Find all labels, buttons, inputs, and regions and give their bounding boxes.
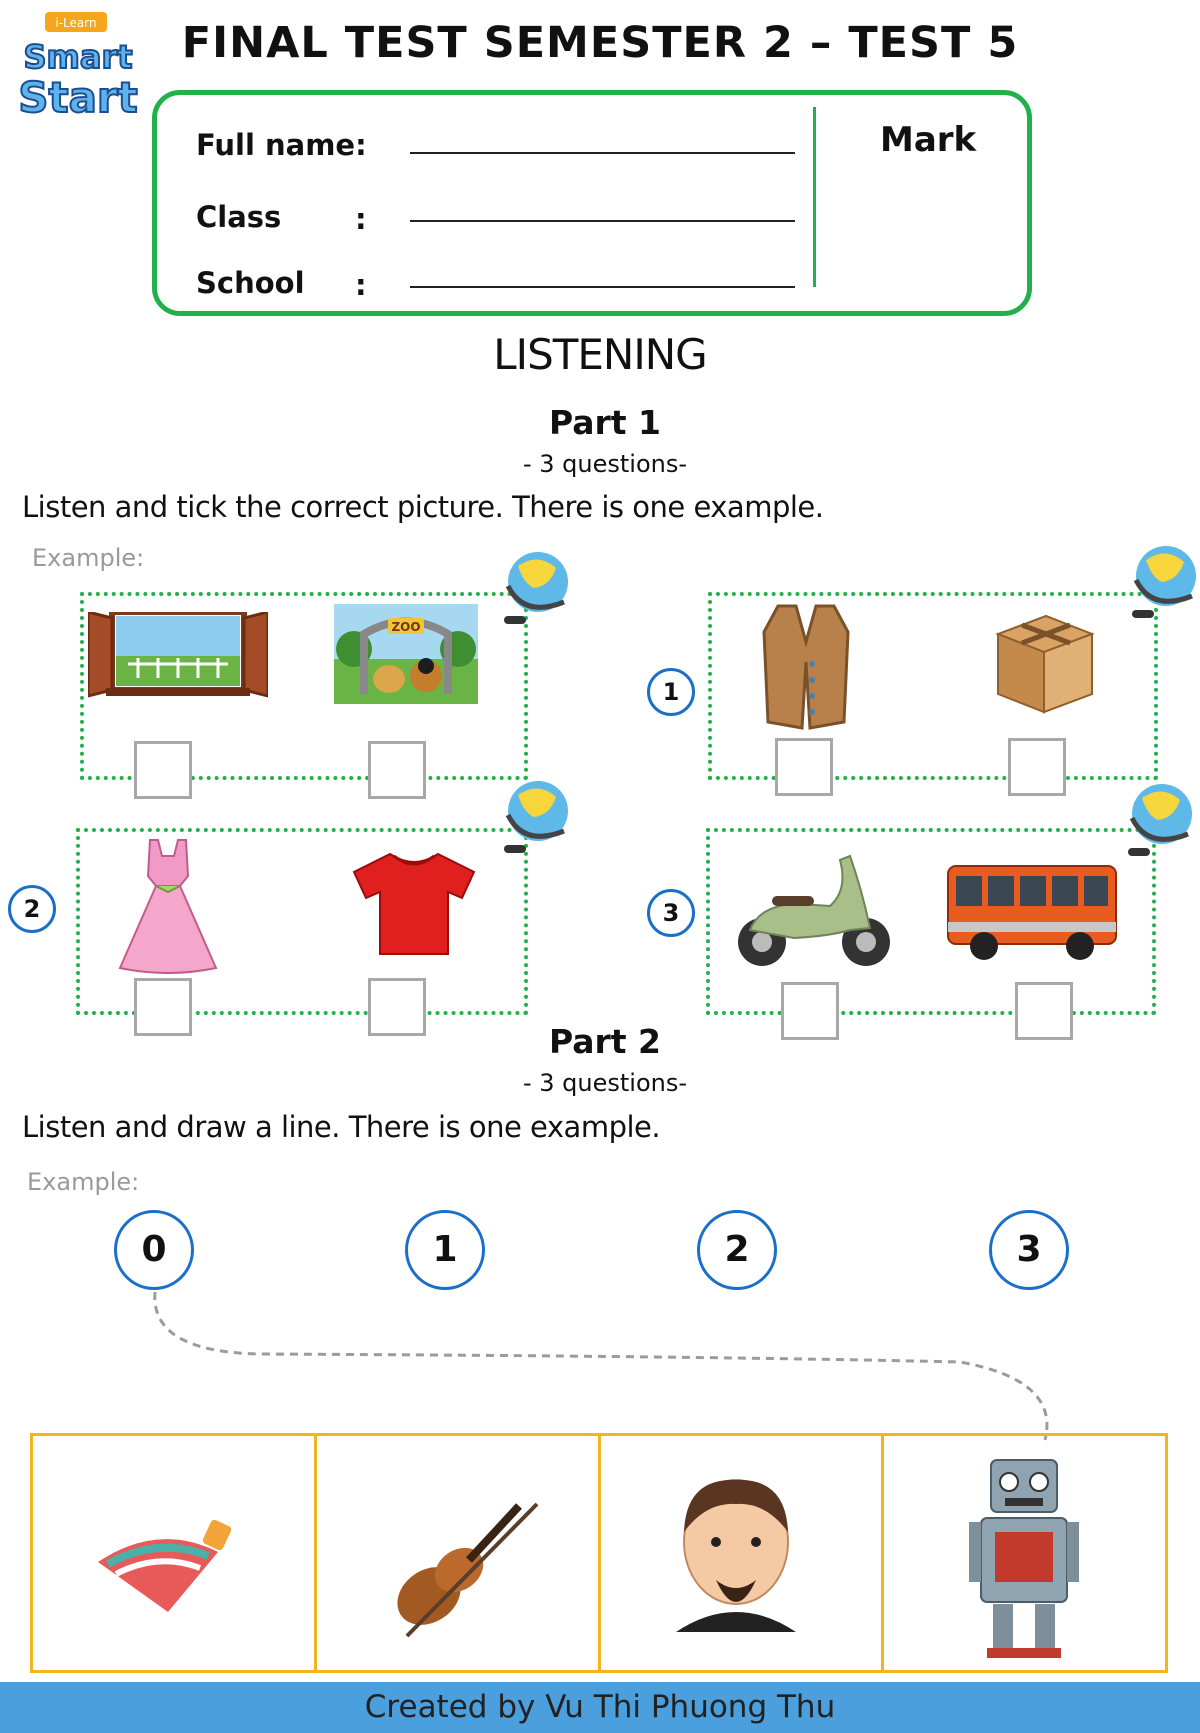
example-question-box: [80, 592, 528, 780]
vest-picture: [758, 602, 854, 734]
match-cell-2[interactable]: [317, 1436, 601, 1670]
zoo-picture: ZOO: [334, 604, 478, 708]
student-info-box: [152, 90, 1032, 316]
question-3-tick-box-left[interactable]: [781, 982, 839, 1040]
svg-text:Smart: Smart: [23, 38, 132, 76]
motorbike-picture: [730, 850, 898, 976]
part1-subtitle: - 3 questions-: [522, 450, 688, 478]
match-number-1[interactable]: 1: [405, 1210, 485, 1290]
question-1-tick-box-left[interactable]: [775, 738, 833, 796]
class-field[interactable]: [410, 220, 795, 222]
match-number-2[interactable]: 2: [697, 1210, 777, 1290]
question-1-tick-box-right[interactable]: [1008, 738, 1066, 796]
school-colon: :: [355, 268, 367, 302]
globe-icon: [1118, 778, 1196, 872]
info-divider: [813, 107, 816, 287]
match-number-0[interactable]: 0: [114, 1210, 194, 1290]
window-picture: [86, 609, 270, 704]
mark-label: Mark: [880, 120, 977, 160]
class-colon: :: [355, 202, 367, 236]
footer-credit: Created by Vu Thi Phuong Thu: [0, 1682, 1200, 1733]
globe-icon: [494, 546, 572, 640]
match-cell-4[interactable]: [884, 1436, 1165, 1670]
match-cell-1[interactable]: [33, 1436, 317, 1670]
globe-icon: [494, 775, 572, 869]
part2-title: Part 2: [548, 1022, 662, 1061]
svg-text:i-Learn: i-Learn: [55, 16, 96, 30]
dress-picture: [112, 836, 224, 980]
school-field[interactable]: [410, 286, 795, 288]
part1-instruction: Listen and tick the correct picture. The…: [22, 490, 824, 524]
question-number-2: 2: [8, 885, 56, 933]
question-number-3: 3: [647, 889, 695, 937]
robot-picture: [969, 1459, 1080, 1658]
violin-picture: [397, 1502, 539, 1638]
question-2-box: [76, 828, 528, 1015]
zoo-sign-text: ZOO: [391, 620, 420, 634]
section-title: LISTENING: [493, 330, 707, 379]
class-label: Class: [196, 200, 282, 234]
school-label: School: [196, 266, 305, 300]
full-name-label: Full name:: [196, 128, 367, 162]
match-cell-3[interactable]: [601, 1436, 885, 1670]
spinning-top-picture: [98, 1519, 232, 1612]
part2-example-label: Example:: [27, 1168, 140, 1196]
match-picture-row: [30, 1433, 1168, 1673]
box-picture: [992, 606, 1098, 720]
part2-subtitle: - 3 questions-: [522, 1069, 688, 1097]
question-2-tick-box-left[interactable]: [134, 978, 192, 1036]
question-3-tick-box-right[interactable]: [1015, 982, 1073, 1040]
part2-instruction: Listen and draw a line. There is one exa…: [22, 1110, 661, 1144]
globe-icon: [1122, 540, 1200, 634]
svg-text:Start: Start: [18, 73, 137, 122]
part1-title: Part 1: [548, 403, 662, 442]
question-3-box: [706, 828, 1156, 1015]
man-face-picture: [675, 1479, 796, 1632]
bus-picture: [944, 858, 1120, 968]
question-1-box: [708, 592, 1158, 780]
example-tick-box-right[interactable]: [368, 741, 426, 799]
example-tick-box-left[interactable]: [134, 741, 192, 799]
t-shirt-picture: [350, 850, 478, 962]
part1-example-label: Example:: [32, 544, 145, 572]
full-name-field[interactable]: [410, 152, 795, 154]
question-number-1: 1: [647, 668, 695, 716]
match-number-3[interactable]: 3: [989, 1210, 1069, 1290]
question-2-tick-box-right[interactable]: [368, 978, 426, 1036]
page-title: FINAL TEST SEMESTER 2 – TEST 5: [181, 18, 1019, 68]
smart-start-logo: i-Learn Smart Start: [10, 8, 145, 126]
